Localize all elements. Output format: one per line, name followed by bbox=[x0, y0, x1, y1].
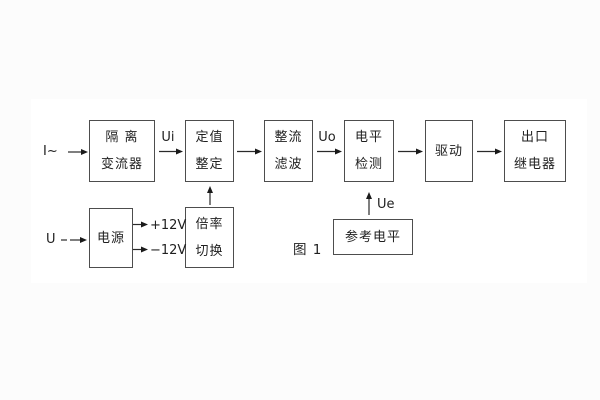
signal-ue-label: Ue bbox=[377, 197, 395, 212]
block-power-supply: 电源 bbox=[89, 208, 133, 268]
block-label: 滤波 bbox=[274, 157, 303, 172]
figure-caption: 图 1 bbox=[293, 242, 323, 258]
block-drive: 驱动 bbox=[425, 120, 473, 182]
block-setpoint-adjustment: 定值 整定 bbox=[185, 120, 234, 182]
block-label: 电平 bbox=[354, 130, 383, 145]
block-label: 隔 离 bbox=[105, 130, 139, 145]
block-label: 倍率 bbox=[195, 216, 224, 232]
minus-12v-rail-label: −12V bbox=[150, 243, 187, 258]
block-label: 整流 bbox=[274, 130, 303, 145]
block-label: 出口 bbox=[520, 130, 549, 145]
input-current-label: I~ bbox=[43, 144, 58, 159]
block-label: 定值 bbox=[195, 130, 224, 145]
block-level-detection: 电平 检测 bbox=[344, 120, 394, 182]
block-label: 变流器 bbox=[100, 157, 143, 172]
input-voltage-label: U bbox=[46, 232, 56, 247]
block-rectifier-filter: 整流 滤波 bbox=[264, 120, 313, 182]
block-label: 切换 bbox=[195, 243, 224, 259]
block-label: 电源 bbox=[96, 230, 125, 246]
block-label: 参考电平 bbox=[344, 229, 401, 245]
block-label: 驱动 bbox=[434, 143, 463, 159]
block-label: 整定 bbox=[195, 157, 224, 172]
block-label: 检测 bbox=[354, 157, 383, 172]
signal-ui-label: Ui bbox=[161, 130, 175, 145]
block-reference-level: 参考电平 bbox=[333, 219, 413, 255]
block-output-relay: 出口 继电器 bbox=[504, 120, 566, 182]
signal-uo-label: Uo bbox=[318, 130, 336, 145]
plus-12v-rail-label: +12V bbox=[150, 218, 187, 233]
block-ratio-switching: 倍率 切换 bbox=[185, 207, 234, 268]
block-isolation-transformer: 隔 离 变流器 bbox=[89, 120, 155, 182]
block-label: 继电器 bbox=[513, 157, 556, 172]
